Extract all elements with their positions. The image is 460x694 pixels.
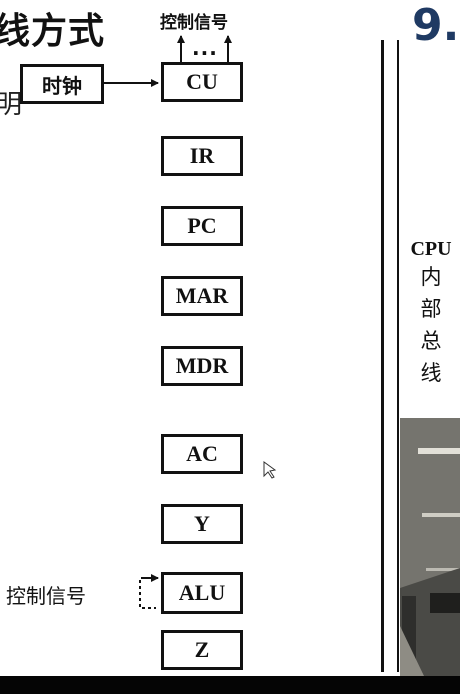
control-signal-label-left: 控制信号 xyxy=(6,584,86,608)
register-mdr: MDR xyxy=(161,346,243,386)
register-ir: IR xyxy=(161,136,243,176)
register-label: CU xyxy=(186,69,218,94)
register-label: Y xyxy=(194,511,210,536)
register-label: AC xyxy=(186,441,218,466)
register-cu: CU xyxy=(161,62,243,102)
bus-label-char: 线 xyxy=(420,361,442,385)
register-label: PC xyxy=(187,213,217,238)
bottom-black-bar xyxy=(0,676,460,694)
bus-line-right xyxy=(397,40,399,672)
register-label: MDR xyxy=(175,353,229,378)
presenter-video-overlay xyxy=(400,418,460,676)
cpu-label: CPU xyxy=(410,238,452,260)
slide-number: 9. xyxy=(412,0,460,51)
register-z: Z xyxy=(161,630,243,670)
alu-control-bracket xyxy=(139,577,156,609)
bus-label-char: 内 xyxy=(420,265,442,289)
section-heading: 线方式 xyxy=(0,11,106,52)
register-label: Z xyxy=(194,637,210,662)
register-pc: PC xyxy=(161,206,243,246)
cpu-internal-bus-label: CPU 内 部 总 线 xyxy=(402,238,460,389)
clock-label: 时钟 xyxy=(42,73,82,98)
clock-box: 时钟 xyxy=(20,64,104,104)
control-signal-label-top: 控制信号 xyxy=(160,13,228,33)
video-scene xyxy=(400,418,460,676)
bus-label-char: 部 xyxy=(420,297,442,321)
bus-label-char: 总 xyxy=(420,329,442,353)
bus-line-left xyxy=(381,40,384,672)
register-mar: MAR xyxy=(161,276,243,316)
cut-off-text: 明 xyxy=(0,90,23,120)
register-alu: ALU xyxy=(161,572,243,614)
register-ac: AC xyxy=(161,434,243,474)
register-y: Y xyxy=(161,504,243,544)
register-label: ALU xyxy=(178,580,226,605)
register-label: IR xyxy=(189,143,215,168)
register-label: MAR xyxy=(175,283,229,308)
mouse-cursor-icon xyxy=(263,461,277,479)
control-signal-dots: ... xyxy=(192,36,218,60)
